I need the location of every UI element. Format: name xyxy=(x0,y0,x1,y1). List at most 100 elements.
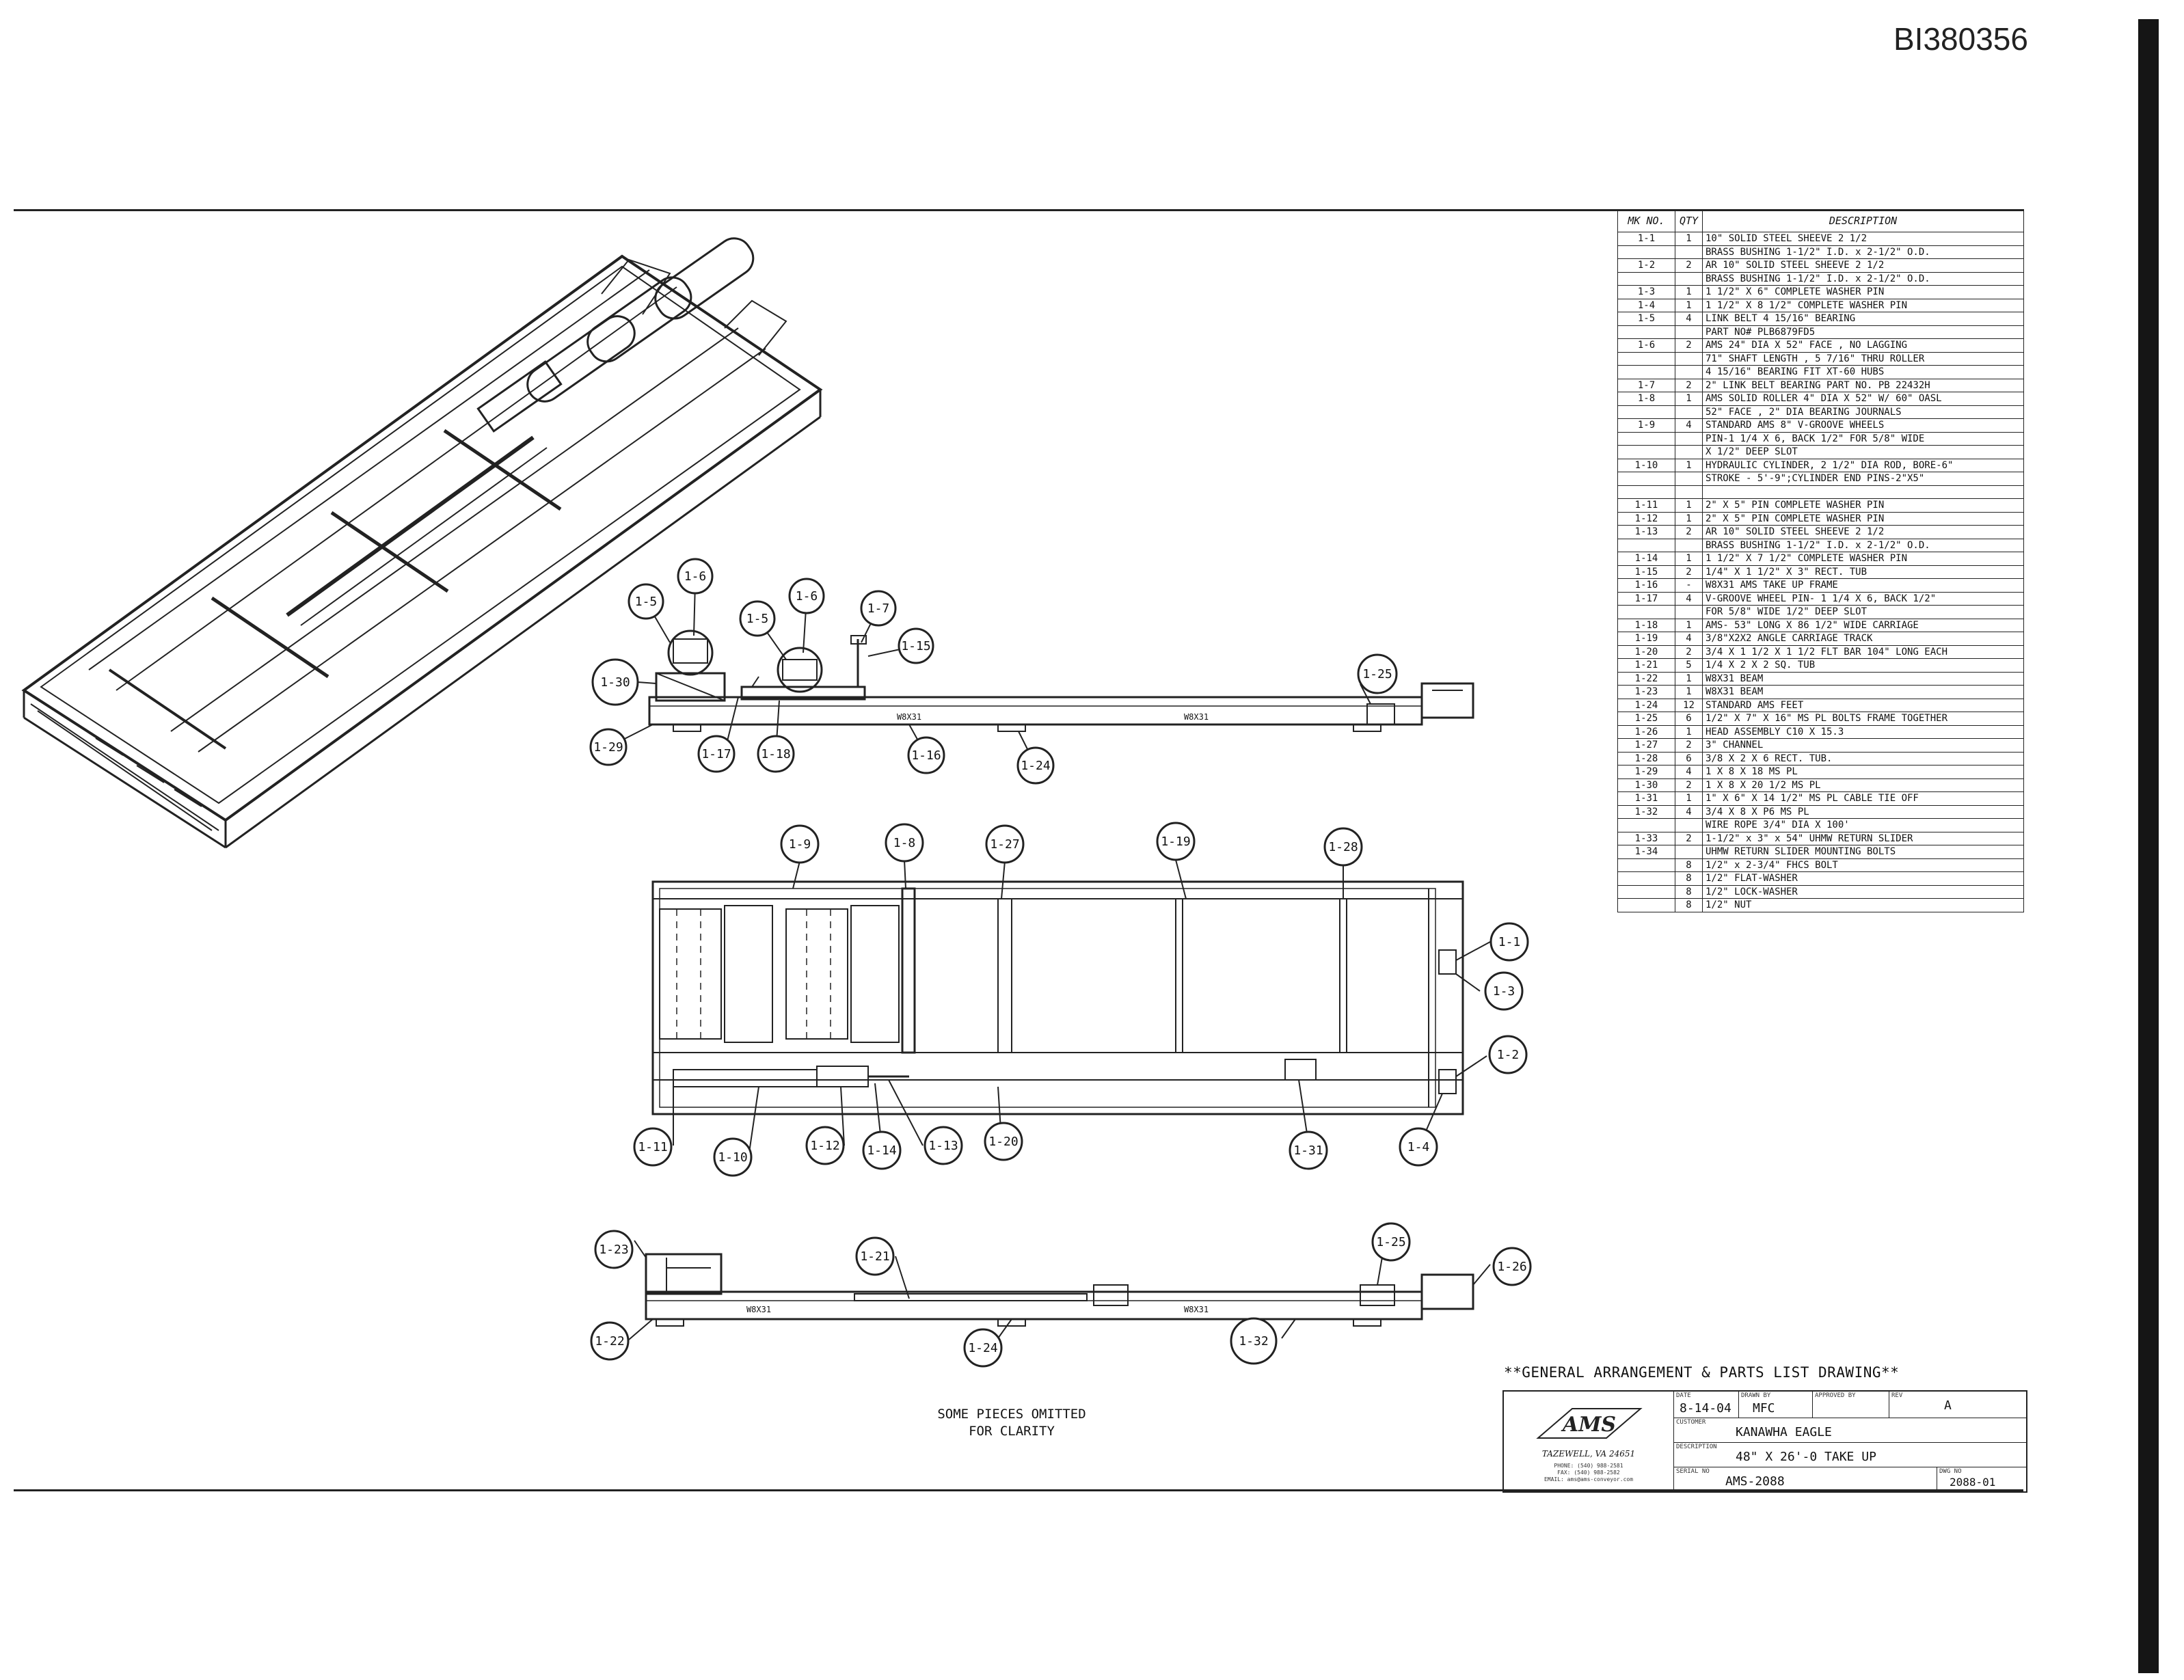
contact-line: PHONE: (540) 988-2581 xyxy=(1554,1463,1623,1469)
description: 2" LINK BELT BEARING PART NO. PB 22432H xyxy=(1702,378,2024,392)
mark-number: 1-28 xyxy=(1617,751,1675,766)
balloon-label: 1-22 xyxy=(595,1334,624,1349)
mark-number: 1-34 xyxy=(1617,845,1675,859)
quantity: 2 xyxy=(1675,338,1703,353)
mark-number: 1-30 xyxy=(1617,778,1675,792)
title-block: AMS TAZEWELL, VA 24651 PHONE: (540) 988-… xyxy=(1502,1390,2027,1493)
description: 4 15/16" BEARING FIT XT-60 HUBS xyxy=(1702,365,2024,379)
quantity: 8 xyxy=(1675,884,1703,899)
description: 1-1/2" x 3" x 54" UHMW RETURN SLIDER xyxy=(1702,831,2024,845)
parts-row: STROKE - 5'-9";CYLINDER END PINS-2"X5" xyxy=(1617,472,2024,486)
mark-number: 1-3 xyxy=(1617,285,1675,299)
quantity xyxy=(1675,351,1703,366)
mark-number: 1-16 xyxy=(1617,578,1675,593)
parts-row: BRASS BUSHING 1-1/2" I.D. x 2-1/2" O.D. xyxy=(1617,245,2024,259)
quantity: 1 xyxy=(1675,618,1703,632)
balloon-label: 1-29 xyxy=(593,740,623,755)
mark-number xyxy=(1617,898,1675,912)
header-qty: QTY xyxy=(1675,209,1703,232)
customer-label: CUSTOMER xyxy=(1676,1419,1706,1426)
description: 10" SOLID STEEL SHEEVE 2 1/2 xyxy=(1702,232,2024,246)
parts-list-header: MK NO. QTY DESCRIPTION xyxy=(1617,209,2024,232)
balloon-label: 1-12 xyxy=(810,1139,839,1153)
quantity: 2 xyxy=(1675,778,1703,792)
contact-line: FAX: (540) 988-2582 xyxy=(1557,1469,1620,1476)
mark-number xyxy=(1617,245,1675,259)
quantity: 1 xyxy=(1675,232,1703,246)
balloon-label: 1-6 xyxy=(684,569,707,584)
quantity xyxy=(1675,605,1703,619)
description: BRASS BUSHING 1-1/2" I.D. x 2-1/2" O.D. xyxy=(1702,245,2024,259)
balloon-label: 1-7 xyxy=(867,601,890,616)
balloon-label: 1-13 xyxy=(928,1139,958,1153)
scan-edge-bar xyxy=(2138,19,2159,1673)
parts-row: FOR 5/8" WIDE 1/2" DEEP SLOT xyxy=(1617,605,2024,619)
balloon-label: 1-23 xyxy=(599,1243,628,1257)
quantity: 6 xyxy=(1675,751,1703,766)
mark-number: 1-4 xyxy=(1617,298,1675,312)
description: WIRE ROPE 3/4" DIA X 100' xyxy=(1702,818,2024,832)
quantity: 4 xyxy=(1675,804,1703,819)
rev-label: REV xyxy=(1891,1392,1903,1399)
mark-number xyxy=(1617,271,1675,286)
description: 1/4 X 2 X 2 SQ. TUB xyxy=(1702,658,2024,673)
mark-number xyxy=(1617,445,1675,459)
mark-number: 1-11 xyxy=(1617,498,1675,513)
plan-view xyxy=(651,880,1464,1115)
beam-label: W8X31 xyxy=(897,712,921,722)
drawn-by-value: MFC xyxy=(1753,1401,1775,1415)
note-line-1: SOME PIECES OMITTED xyxy=(937,1407,1086,1422)
mark-number: 1-13 xyxy=(1617,525,1675,539)
quantity xyxy=(1675,365,1703,379)
balloon-label: 1-25 xyxy=(1376,1235,1405,1249)
description: V-GROOVE WHEEL PIN- 1 1/4 X 6, BACK 1/2" xyxy=(1702,591,2024,606)
parts-row: 71" SHAFT LENGTH , 5 7/16" THRU ROLLER xyxy=(1617,351,2024,366)
parts-row xyxy=(1617,485,2024,499)
description: 1" X 6" X 14 1/2" MS PL CABLE TIE OFF xyxy=(1702,791,2024,806)
quantity: 4 xyxy=(1675,632,1703,646)
description: W8X31 BEAM xyxy=(1702,671,2024,686)
quantity: 2 xyxy=(1675,645,1703,659)
quantity: 1 xyxy=(1675,285,1703,299)
mark-number: 1-20 xyxy=(1617,645,1675,659)
description-label: DESCRIPTION xyxy=(1676,1444,1717,1450)
description: 1/2" NUT xyxy=(1702,898,2024,912)
quantity: 4 xyxy=(1675,591,1703,606)
quantity: 4 xyxy=(1675,765,1703,779)
mark-number: 1-29 xyxy=(1617,765,1675,779)
mark-number: 1-27 xyxy=(1617,738,1675,753)
parts-row: PIN-1 1/4 X 6, BACK 1/2" FOR 5/8" WIDE xyxy=(1617,431,2024,446)
balloon-label: 1-30 xyxy=(600,675,630,690)
isometric-view xyxy=(21,237,823,849)
quantity: 12 xyxy=(1675,698,1703,712)
quantity xyxy=(1675,431,1703,446)
description: AR 10" SOLID STEEL SHEEVE 2 1/2 xyxy=(1702,258,2024,273)
ams-logo: AMS xyxy=(1536,1408,1643,1439)
quantity xyxy=(1675,472,1703,486)
date-label: DATE xyxy=(1676,1392,1691,1399)
parts-row: PART NO# PLB6879FD5 xyxy=(1617,325,2024,339)
balloon-label: 1-32 xyxy=(1239,1334,1268,1349)
description: W8X31 BEAM xyxy=(1702,685,2024,699)
quantity xyxy=(1675,271,1703,286)
description: STANDARD AMS 8" V-GROOVE WHEELS xyxy=(1702,418,2024,433)
mark-number xyxy=(1617,605,1675,619)
description: 2" X 5" PIN COMPLETE WASHER PIN xyxy=(1702,511,2024,526)
balloon-label: 1-26 xyxy=(1497,1260,1526,1274)
quantity: 1 xyxy=(1675,298,1703,312)
